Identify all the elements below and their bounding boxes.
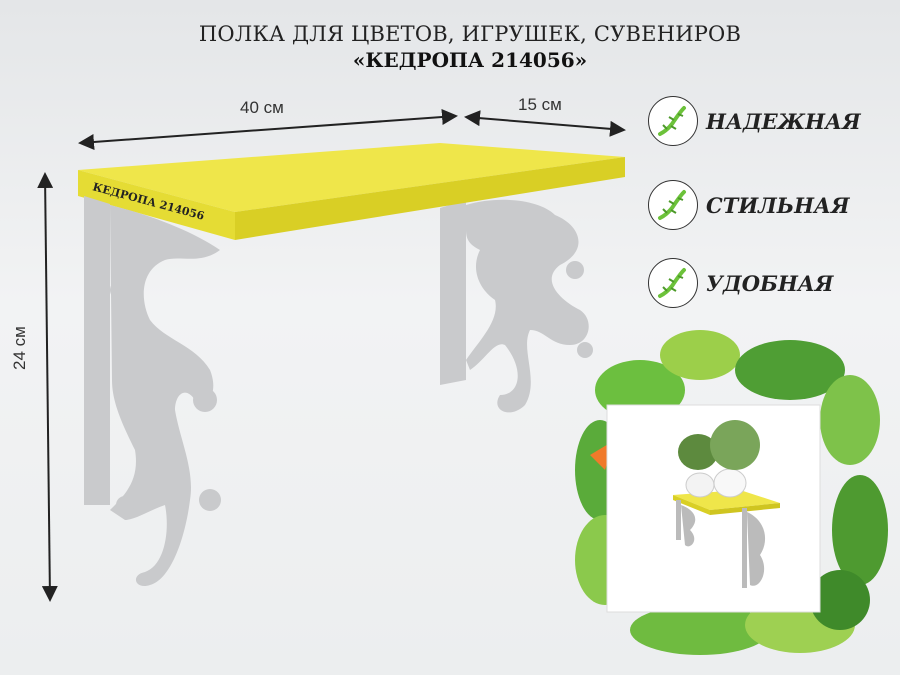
product-model: «КЕДРОПА 214056» xyxy=(352,48,588,72)
length-label: 40 см xyxy=(240,98,284,117)
feature-label: СТИЛЬНАЯ xyxy=(706,192,850,218)
feature-label: УДОБНАЯ xyxy=(706,270,834,296)
height-label: 24 см xyxy=(10,326,29,370)
feature-convenient: УДОБНАЯ xyxy=(648,258,833,308)
gecko-icon xyxy=(648,180,698,230)
dimension-line-height xyxy=(37,172,58,602)
gecko-icon xyxy=(648,96,698,146)
inset-photo xyxy=(606,404,821,613)
gecko-icon xyxy=(648,258,698,308)
right-bracket xyxy=(440,199,593,413)
feature-stylish: СТИЛЬНАЯ xyxy=(648,180,850,230)
feature-label: НАДЕЖНАЯ xyxy=(706,108,861,134)
product-title: ПОЛКА ДЛЯ ЦВЕТОВ, ИГРУШЕК, СУВЕНИРОВ xyxy=(198,22,742,46)
shelf-board xyxy=(78,143,625,240)
dimension-line-depth xyxy=(464,110,626,137)
depth-label: 15 см xyxy=(518,95,562,114)
left-bracket xyxy=(84,196,221,587)
dimension-line-length xyxy=(78,109,458,150)
leaf-frame xyxy=(575,330,888,655)
feature-reliable: НАДЕЖНАЯ xyxy=(648,96,861,146)
